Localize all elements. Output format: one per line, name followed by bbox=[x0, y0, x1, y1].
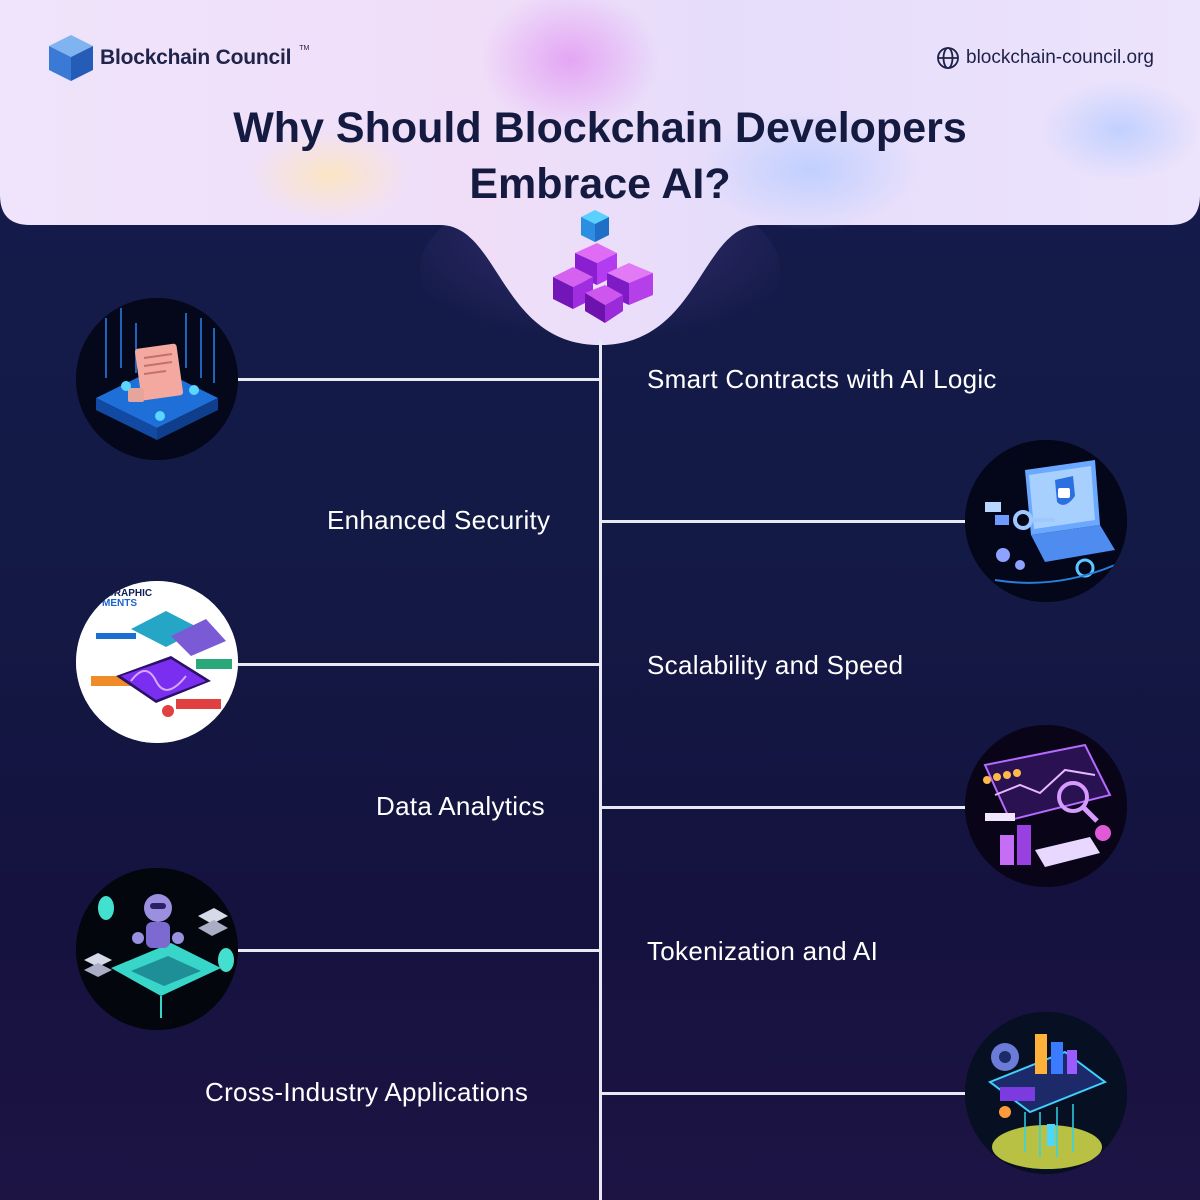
title-line-1: Why Should Blockchain Developers bbox=[233, 104, 967, 152]
item-label-data-analytics: Data Analytics bbox=[376, 791, 545, 821]
analytics-dashboard-icon bbox=[965, 725, 1127, 887]
connector-line-3 bbox=[236, 663, 602, 666]
trademark-mark: TM bbox=[299, 44, 310, 52]
crystal-cubes-icon bbox=[553, 210, 653, 323]
cube-logo-icon bbox=[49, 35, 93, 81]
robot-icon bbox=[76, 868, 238, 1030]
security-laptop-icon bbox=[965, 440, 1127, 602]
item-label-scalability: Scalability and Speed bbox=[647, 650, 904, 680]
brand-logo[interactable]: Blockchain Council TM bbox=[48, 34, 309, 82]
smart-contract-icon bbox=[76, 298, 238, 460]
timeline-spine bbox=[599, 340, 602, 1200]
title-line-2: Embrace AI? bbox=[469, 160, 731, 208]
infographic-tablet-icon: GRAPHIC MENTS bbox=[76, 581, 238, 743]
connector-line-5 bbox=[236, 949, 602, 952]
website-link[interactable]: blockchain-council.org bbox=[936, 46, 1154, 70]
header-banner bbox=[0, 0, 1200, 350]
website-url: blockchain-council.org bbox=[966, 47, 1154, 68]
item-label-tokenization: Tokenization and AI bbox=[647, 936, 879, 966]
item-label-cross-industry: Cross-Industry Applications bbox=[205, 1077, 529, 1107]
brand-name: Blockchain Council bbox=[100, 46, 292, 69]
item-label-smart-contracts: Smart Contracts with AI Logic bbox=[647, 364, 997, 394]
item-label-enhanced-security: Enhanced Security bbox=[327, 505, 551, 535]
elements-heading: MENTS bbox=[102, 598, 137, 609]
connector-line-2 bbox=[600, 520, 968, 523]
connector-line-6 bbox=[600, 1092, 968, 1095]
phone-city-icon bbox=[965, 1012, 1127, 1174]
connector-line-4 bbox=[600, 806, 968, 809]
globe-icon bbox=[937, 47, 959, 69]
connector-line-1 bbox=[236, 378, 602, 381]
page-title: Why Should Blockchain Developers Embrace… bbox=[0, 100, 1200, 212]
infographic-heading: GRAPHIC bbox=[106, 588, 152, 599]
